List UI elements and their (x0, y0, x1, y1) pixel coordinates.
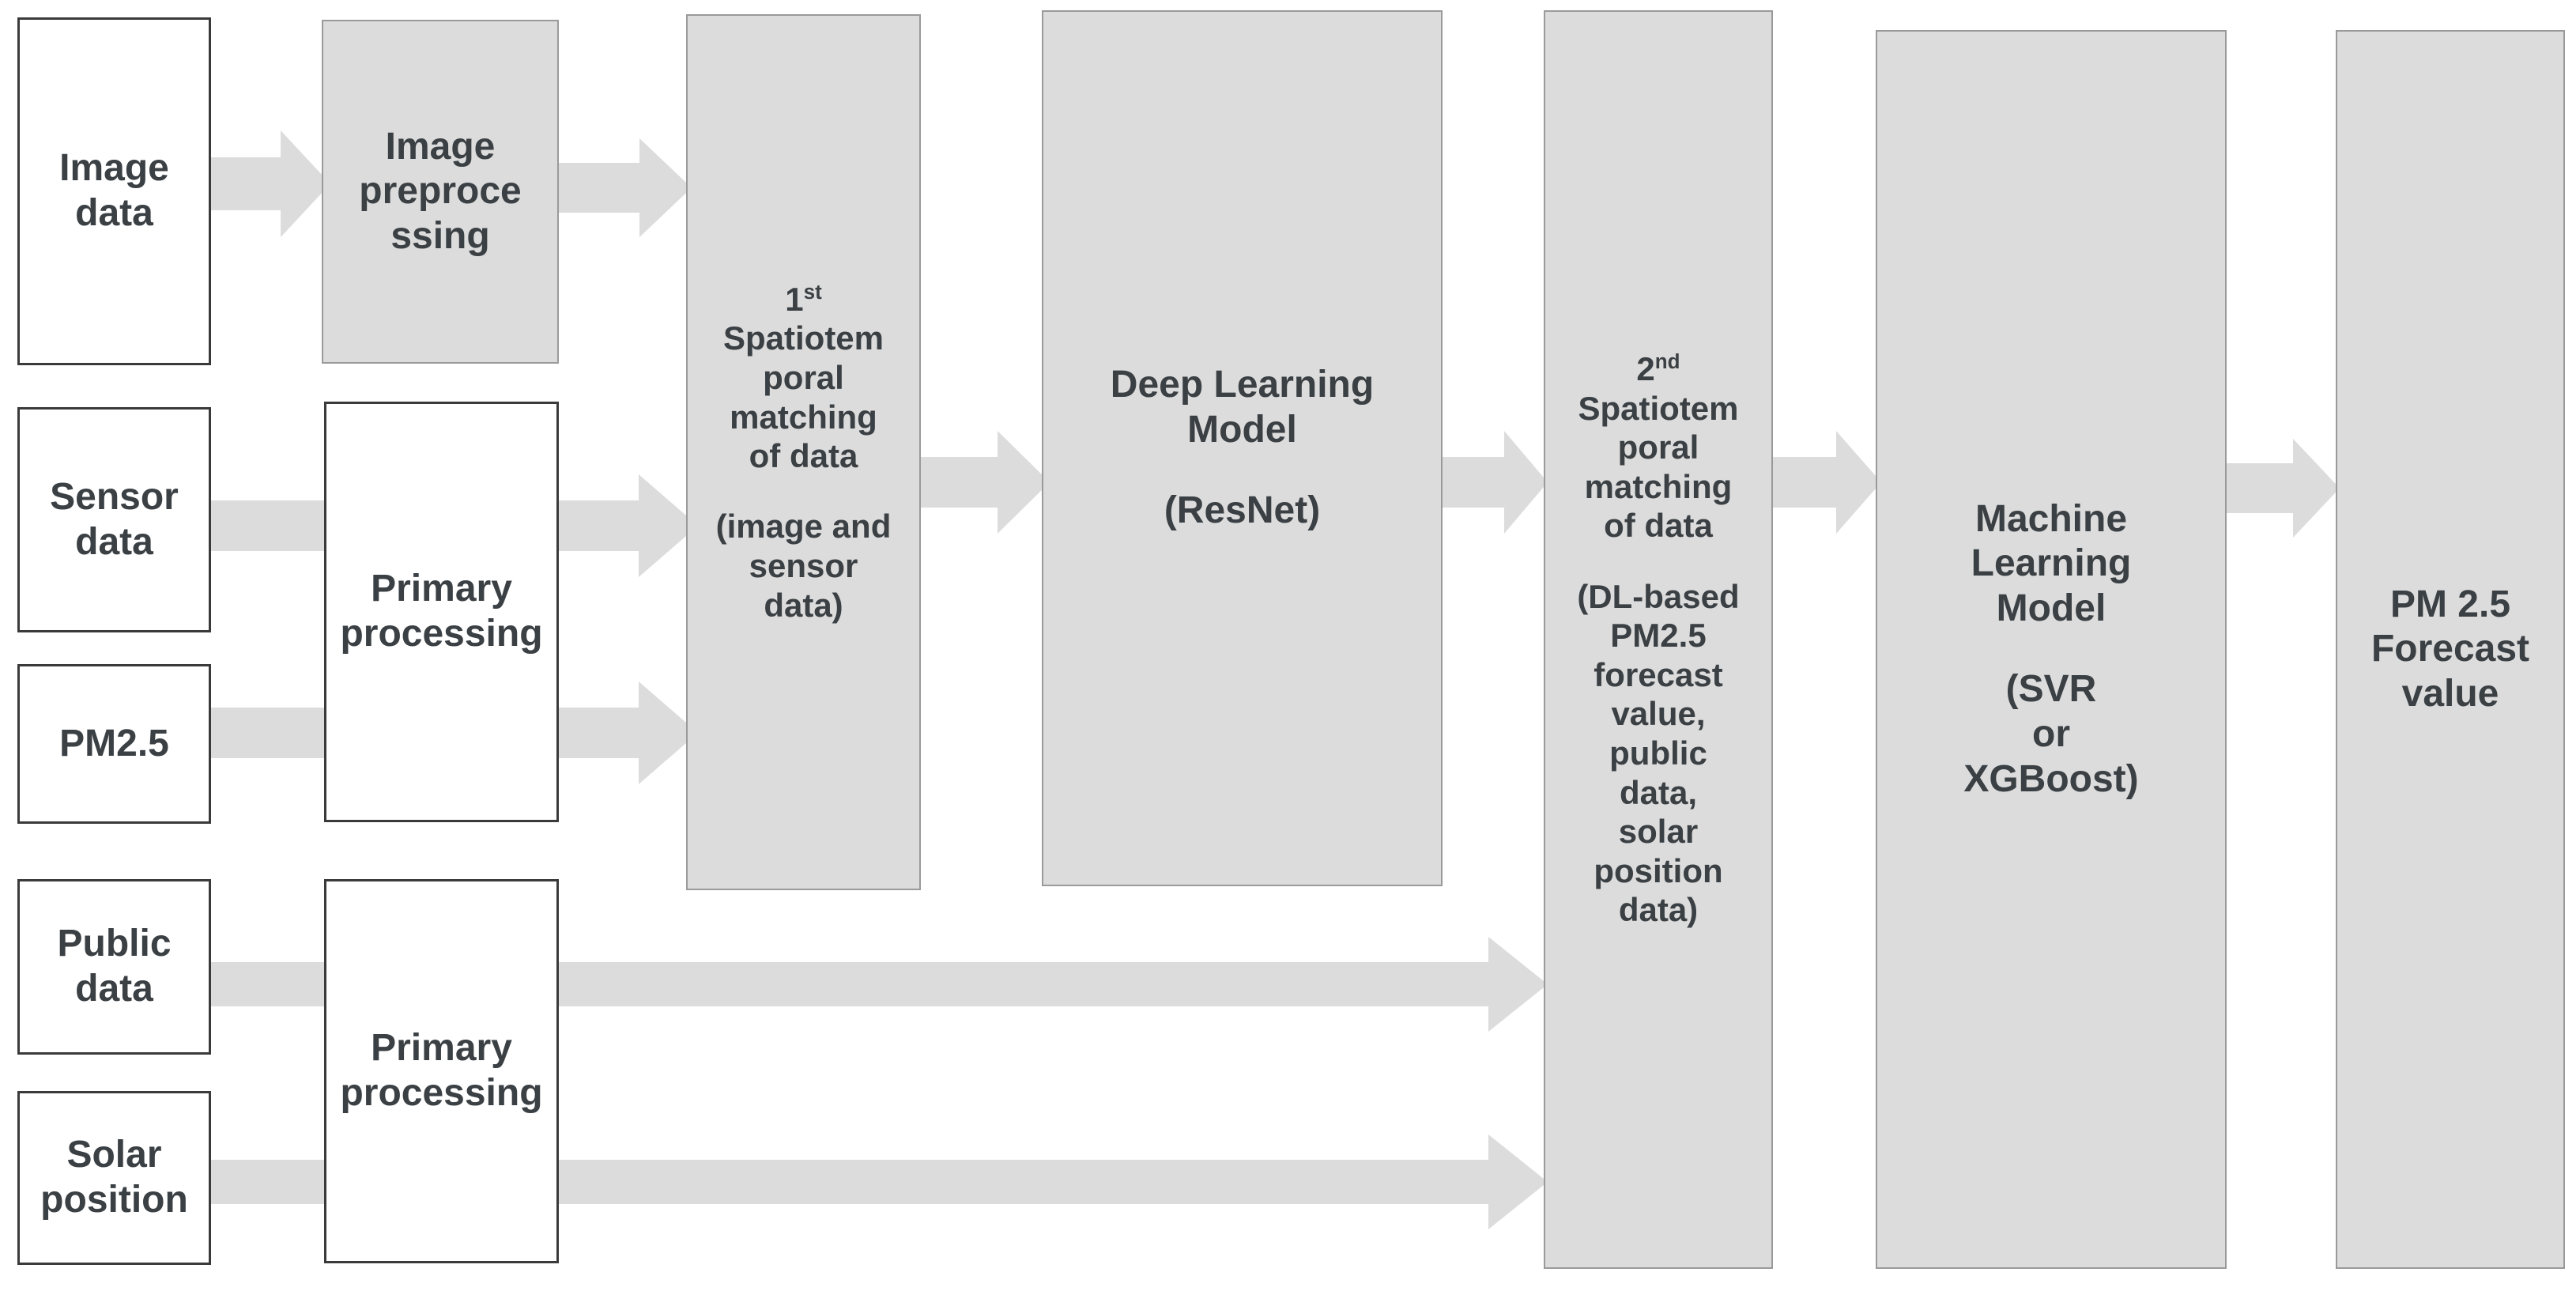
image-data-line-1: Image (59, 147, 169, 190)
second-match-sub-line-6: data, (1619, 773, 1698, 811)
primary-processing-bottom-line-2: processing (340, 1072, 543, 1114)
second-match-title-line-2: poral (1617, 428, 1699, 466)
arrow-second-match-to-machine-learning (1771, 431, 1881, 534)
second-match-sub-line-4: value, (1611, 695, 1706, 733)
node-image-data[interactable]: Image data (17, 17, 211, 365)
second-match-title-line-4: of data (1604, 507, 1713, 545)
second-match-title-line-1: Spatiotem (1578, 389, 1739, 427)
arrow-machine-learning-to-forecast-value (2225, 439, 2340, 538)
first-match-title-line-1: Spatiotem (722, 319, 884, 357)
second-match-sub-line-7: solar (1618, 813, 1699, 851)
solar-position-line-2: position (40, 1179, 188, 1221)
node-pm25-forecast-value[interactable]: PM 2.5 Forecast value (2336, 30, 2565, 1269)
deep-learning-sub-line-1: (ResNet) (1164, 489, 1321, 532)
solar-position-line-1: Solar (66, 1134, 162, 1176)
deep-learning-title-line-2: Model (1187, 408, 1297, 451)
node-solar-position[interactable]: Solar position (17, 1091, 211, 1265)
arrow-deep-learning-to-second-match (1441, 431, 1548, 534)
second-match-sub-line-3: forecast (1593, 655, 1723, 693)
sensor-data-line-2: data (75, 520, 153, 563)
node-deep-learning-model[interactable]: Deep Learning Model (ResNet) (1042, 10, 1443, 886)
first-match-title-line-2: poral (763, 358, 844, 396)
arrow-public-data-to-second-match (208, 937, 1548, 1032)
machine-learning-title-line-1: Machine (1974, 497, 2128, 540)
first-match-title-line-3: matching (730, 398, 877, 436)
forecast-value-line-1: PM 2.5 (2389, 583, 2511, 625)
second-match-sub-line-9: data) (1618, 891, 1699, 929)
sensor-data-line-1: Sensor (50, 475, 179, 518)
forecast-value-line-3: value (2401, 672, 2499, 715)
second-match-sub-line-1: (DL-based (1577, 577, 1740, 615)
arrow-preprocessing-to-first-match (557, 138, 692, 237)
arrow-solar-position-to-second-match (208, 1134, 1548, 1229)
node-primary-processing-top[interactable]: Primary processing (324, 402, 559, 822)
deep-learning-title-line-1: Deep Learning (1110, 364, 1375, 406)
machine-learning-sub-line-2: or (2032, 712, 2070, 755)
node-machine-learning-model[interactable]: Machine Learning Model (SVR or XGBoost) (1876, 30, 2227, 1269)
first-match-sub-line-2: sensor (749, 547, 858, 585)
public-data-line-1: Public (57, 923, 172, 965)
primary-processing-top-line-2: processing (340, 613, 543, 655)
image-data-line-2: data (75, 192, 153, 234)
forecast-value-line-2: Forecast (2370, 628, 2530, 670)
image-preprocessing-line-3: ssing (390, 214, 490, 257)
arrow-image-data-to-preprocessing (208, 130, 330, 237)
second-match-sub-line-5: public (1609, 734, 1707, 772)
machine-learning-sub-line-3: XGBoost) (1963, 757, 2139, 800)
first-match-title-line-4: of data (749, 437, 858, 475)
first-match-sub-line-1: (image and (715, 508, 892, 545)
image-preprocessing-line-2: preproce (359, 170, 522, 213)
node-second-spatiotemporal-match[interactable]: 2nd Spatiotem poral matching of data (DL… (1544, 10, 1773, 1269)
second-match-sub-line-2: PM2.5 (1610, 617, 1707, 655)
second-match-ordinal: 2nd (1636, 349, 1680, 388)
node-primary-processing-bottom[interactable]: Primary processing (324, 879, 559, 1263)
first-match-ordinal: 1st (785, 279, 822, 318)
node-image-preprocessing[interactable]: Image preproce ssing (322, 20, 559, 364)
pm25-label: PM2.5 (59, 722, 169, 764)
node-pm25[interactable]: PM2.5 (17, 664, 211, 824)
node-sensor-data[interactable]: Sensor data (17, 407, 211, 632)
public-data-line-2: data (75, 968, 153, 1010)
arrow-first-match-to-deep-learning (919, 431, 1050, 534)
node-first-spatiotemporal-match[interactable]: 1st Spatiotem poral matching of data (im… (686, 14, 921, 890)
node-public-data[interactable]: Public data (17, 879, 211, 1055)
machine-learning-title-line-3: Model (1996, 587, 2106, 630)
machine-learning-title-line-2: Learning (1971, 542, 2132, 585)
machine-learning-sub-line-1: (SVR (2005, 668, 2097, 711)
primary-processing-top-line-1: Primary (371, 568, 512, 610)
primary-processing-bottom-line-1: Primary (371, 1027, 512, 1070)
first-match-sub-line-3: data) (764, 586, 843, 624)
second-match-title-line-3: matching (1584, 467, 1733, 505)
image-preprocessing-line-1: Image (385, 125, 496, 168)
second-match-sub-line-8: position (1593, 851, 1723, 889)
